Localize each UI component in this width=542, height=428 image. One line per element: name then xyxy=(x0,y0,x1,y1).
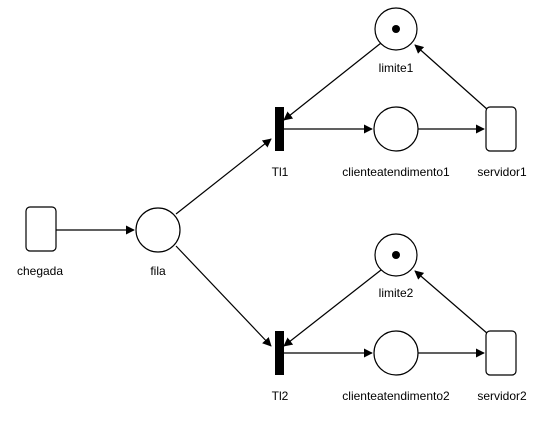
label-clienteatendimento1: clienteatendimento1 xyxy=(342,165,450,179)
arc-servidor1-limite1 xyxy=(414,44,489,111)
label-clienteatendimento2: clienteatendimento2 xyxy=(342,389,450,403)
label-tl2: Tl2 xyxy=(272,389,289,403)
place-fila[interactable] xyxy=(135,207,181,253)
arc-fila-tl1 xyxy=(175,138,272,215)
transition-chegada[interactable] xyxy=(25,206,57,252)
label-limite1: limite1 xyxy=(379,61,414,75)
place-clienteatendimento1[interactable] xyxy=(373,106,419,152)
token-limite2 xyxy=(392,251,400,259)
label-fila: fila xyxy=(150,264,166,278)
arc-limite2-tl2 xyxy=(283,269,382,347)
transition-tl2[interactable] xyxy=(275,331,284,375)
arc-fila-tl2 xyxy=(175,245,272,347)
arcs xyxy=(56,42,489,358)
transition-servidor1[interactable] xyxy=(485,106,517,152)
place-clienteatendimento2[interactable] xyxy=(373,330,419,376)
transition-servidor2[interactable] xyxy=(485,330,517,376)
label-servidor1: servidor1 xyxy=(477,165,527,179)
label-chegada: chegada xyxy=(17,264,63,278)
token-limite1 xyxy=(392,25,400,33)
transition-tl1[interactable] xyxy=(275,107,284,151)
label-limite2: limite2 xyxy=(379,286,414,300)
arc-limite1-tl1 xyxy=(283,42,382,121)
label-servidor2: servidor2 xyxy=(477,389,527,403)
arc-servidor2-limite2 xyxy=(414,270,489,335)
label-tl1: Tl1 xyxy=(272,165,289,179)
